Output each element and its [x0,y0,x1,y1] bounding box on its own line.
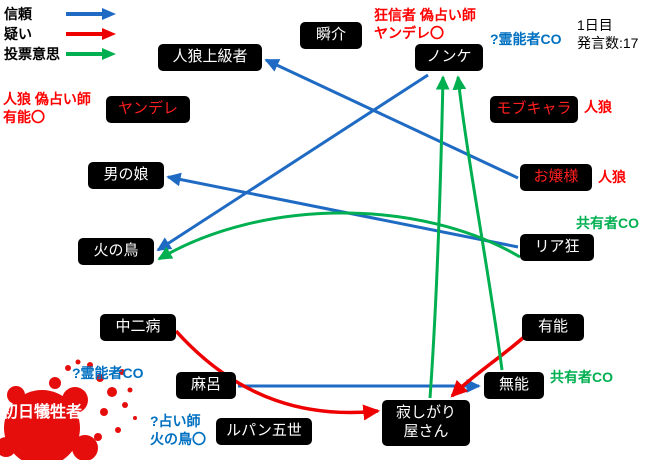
legend-row-vote: 投票意思 [4,44,120,64]
edge-vote-sabishigari-to-nonke [428,75,450,399]
doubt-arrow-icon [66,28,116,40]
maro-co-note: ?霊能者CO [72,365,144,381]
node-hinotori: 火の鳥 [78,238,154,265]
legend-trust-label: 信頼 [4,6,32,22]
node-lupin: ルパン五世 [216,418,312,445]
node-riakyo: リア狂 [520,234,594,261]
riakyo-co-note: 共有者CO [576,215,639,231]
node-jinro-joukyusha: 人狼上級者 [158,44,262,71]
day-info: 1日目 発言数:17 [577,17,639,52]
edge-doubt-chuunibyou-to-sabishigari [174,329,381,421]
node-ojousama: お嬢様 [520,164,592,191]
edge-trust-ojousama-to-joukyusha [264,58,519,180]
node-yandere: ヤンデレ [106,96,190,123]
edge-trust-nonke-to-hinotori [156,73,429,252]
vote-arrow-icon [66,48,116,60]
lupin-co-note: ?占い師 火の鳥〇 [150,413,206,448]
edge-vote-riakyo-to-hinotori [157,211,521,261]
node-nonke: ノンケ [415,44,483,71]
first-victim-label: 初日犠牲者 [2,404,83,421]
node-yuunou: 有能 [522,314,584,341]
trust-arrow-icon [66,8,116,20]
top-left-roles-note: 人狼 偽占い師 有能〇 [3,91,91,126]
mobchara-role-note: 人狼 [584,99,612,115]
node-munou: 無能 [484,372,544,399]
node-maro: 麻呂 [176,372,236,399]
node-sabishigari: 寂しがり 屋さん [382,400,470,446]
nonke-co-note: ?霊能者CO [490,31,562,47]
edge-doubt-yuunou-to-sabishigari [450,335,526,398]
nonke-roles-note: 狂信者 偽占い師 ヤンデレ〇 [374,7,476,42]
blood-splatter-icon [0,359,137,460]
node-mobchara: モブキャラ [490,96,578,123]
node-chuunibyou: 中二病 [100,314,176,341]
legend-row-doubt: 疑い [4,24,120,44]
ojousama-role-note: 人狼 [598,169,626,185]
edge-vote-munou-to-nonke [452,75,504,371]
legend: 信頼 疑い 投票意思 [4,4,120,64]
legend-row-trust: 信頼 [4,4,120,24]
node-otokonoko: 男の娘 [88,162,164,189]
legend-doubt-label: 疑い [4,26,32,42]
munou-co-note: 共有者CO [550,369,613,385]
legend-vote-label: 投票意思 [4,46,60,62]
node-shunsuke: 瞬介 [300,22,362,49]
